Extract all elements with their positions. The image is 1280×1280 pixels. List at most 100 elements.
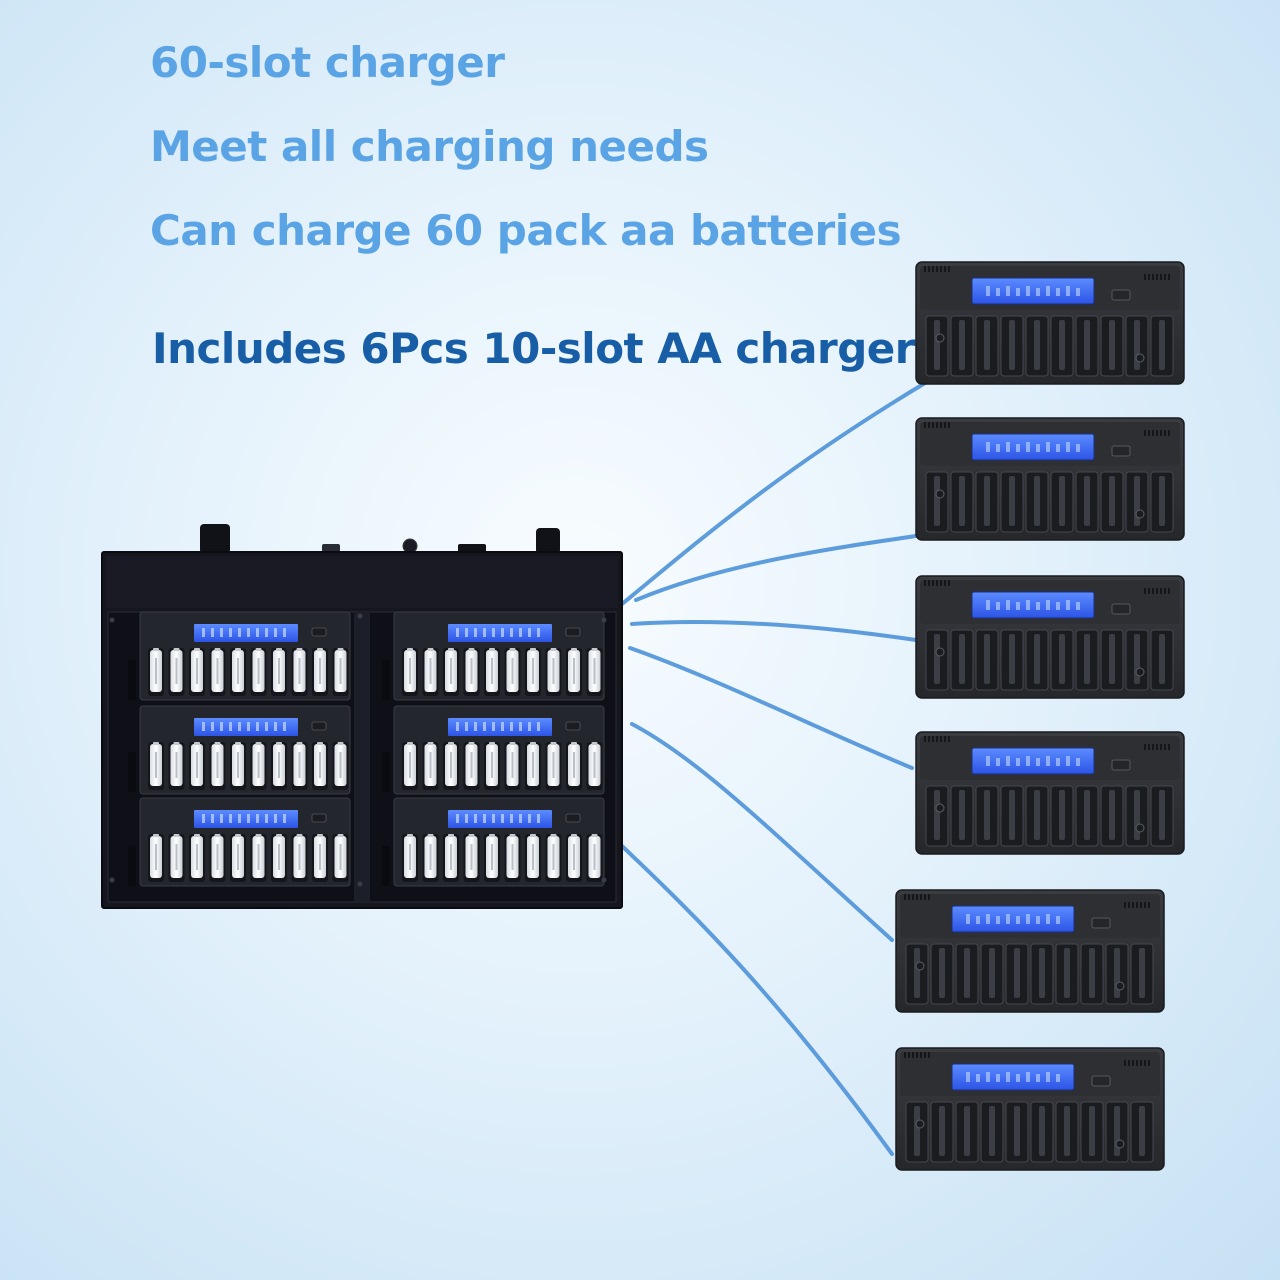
lcd-segment xyxy=(976,1074,980,1082)
vent-slit xyxy=(1152,274,1154,280)
lcd-segment xyxy=(456,628,459,637)
slot-contact xyxy=(1059,790,1065,840)
headline-60-slot: 60-slot charger xyxy=(150,38,505,87)
slot-contact xyxy=(964,948,970,998)
lcd-segment xyxy=(1056,288,1060,296)
vent-slit xyxy=(1148,1060,1150,1066)
battery-terminal xyxy=(427,834,434,837)
battery-label xyxy=(196,752,198,778)
screw-icon xyxy=(357,613,363,619)
lcd-screen xyxy=(971,747,1095,775)
battery-terminal xyxy=(530,742,536,745)
lcd-segment xyxy=(247,722,250,731)
vent-slit xyxy=(940,736,942,742)
slot-contact xyxy=(984,476,990,526)
battery-label xyxy=(155,752,157,778)
vent-slit xyxy=(1160,430,1162,436)
lcd-segment xyxy=(1046,286,1050,296)
lcd-segment xyxy=(456,814,459,823)
sixty-slot-charging-cabinet xyxy=(101,524,623,909)
slot-contact xyxy=(1134,476,1140,526)
lcd-segment xyxy=(211,628,214,637)
mode-button xyxy=(565,627,581,637)
battery-terminal xyxy=(153,834,159,837)
screw-icon xyxy=(357,881,363,887)
vent-slit xyxy=(940,422,942,428)
connection-cables xyxy=(620,378,932,1156)
lcd-segment xyxy=(1016,916,1020,924)
lcd-screen xyxy=(448,810,552,828)
vent-slit xyxy=(1168,430,1170,436)
vent-slit xyxy=(944,580,946,586)
lcd-segment xyxy=(501,814,504,823)
screw-icon xyxy=(1135,823,1145,833)
battery-label xyxy=(532,844,534,870)
slot-contact xyxy=(1009,476,1015,526)
battery-label xyxy=(450,658,452,684)
vent-slit xyxy=(1148,902,1150,908)
headline-charging-needs: Meet all charging needs xyxy=(150,122,709,171)
vent-slit xyxy=(1144,1060,1146,1066)
lcd-segment xyxy=(1056,444,1060,452)
vent-slit xyxy=(1128,1060,1130,1066)
slot-contact xyxy=(1039,948,1045,998)
slot-contact xyxy=(1039,1106,1045,1156)
battery-terminal xyxy=(530,648,536,651)
slot-contact xyxy=(984,634,990,684)
battery-terminal xyxy=(509,834,516,837)
battery-terminal xyxy=(317,834,323,837)
battery-label xyxy=(409,844,411,870)
slot-contact xyxy=(1064,1106,1070,1156)
vent-slit xyxy=(916,1052,918,1058)
ten-slot-charger xyxy=(915,417,1185,541)
mode-button xyxy=(311,627,327,637)
lcd-segment xyxy=(1006,756,1010,766)
screw-icon xyxy=(1135,509,1145,519)
battery-label xyxy=(237,752,239,778)
battery-terminal xyxy=(255,648,262,651)
screw-icon xyxy=(109,617,115,623)
slot-contact xyxy=(1084,634,1090,684)
screw-icon xyxy=(935,333,945,343)
lcd-segment xyxy=(229,722,232,731)
mode-button xyxy=(1111,759,1131,771)
lcd-segment xyxy=(1006,1072,1010,1082)
lcd-screen xyxy=(194,718,298,736)
battery-terminal xyxy=(427,742,434,745)
cabinet-charger-module xyxy=(393,611,605,701)
screw-icon xyxy=(935,803,945,813)
battery-label xyxy=(319,658,321,684)
slot-contact xyxy=(1059,320,1065,370)
lcd-segment xyxy=(1016,288,1020,296)
vent-slit xyxy=(1144,430,1146,436)
slot-contact xyxy=(1159,634,1165,684)
vent-slit xyxy=(908,1052,910,1058)
cabinet-charger-module xyxy=(393,797,605,887)
slot-contact xyxy=(1109,320,1115,370)
battery-label xyxy=(593,658,596,684)
battery-terminal xyxy=(571,742,577,745)
cabinet-top-panel xyxy=(106,556,618,608)
lcd-segment xyxy=(510,628,513,637)
lcd-segment xyxy=(1036,916,1040,924)
battery-label xyxy=(532,752,534,778)
vent-slit xyxy=(932,422,934,428)
slot-contact xyxy=(934,476,940,526)
screw-icon xyxy=(935,647,945,657)
lcd-segment xyxy=(996,1074,1000,1082)
lcd-segment xyxy=(1056,758,1060,766)
vent-slit xyxy=(1156,274,1158,280)
vent-slit xyxy=(944,266,946,272)
slot-contact xyxy=(959,320,965,370)
slot-contact xyxy=(934,634,940,684)
lcd-segment xyxy=(1026,1072,1030,1082)
screw-icon xyxy=(601,617,607,623)
lcd-segment xyxy=(256,628,259,637)
lcd-segment xyxy=(220,814,223,823)
vent-slit xyxy=(928,894,930,900)
lcd-screen xyxy=(951,905,1075,933)
usb-cable xyxy=(634,534,918,602)
battery-label xyxy=(298,752,301,778)
battery-terminal xyxy=(427,648,434,651)
battery-label xyxy=(593,752,596,778)
